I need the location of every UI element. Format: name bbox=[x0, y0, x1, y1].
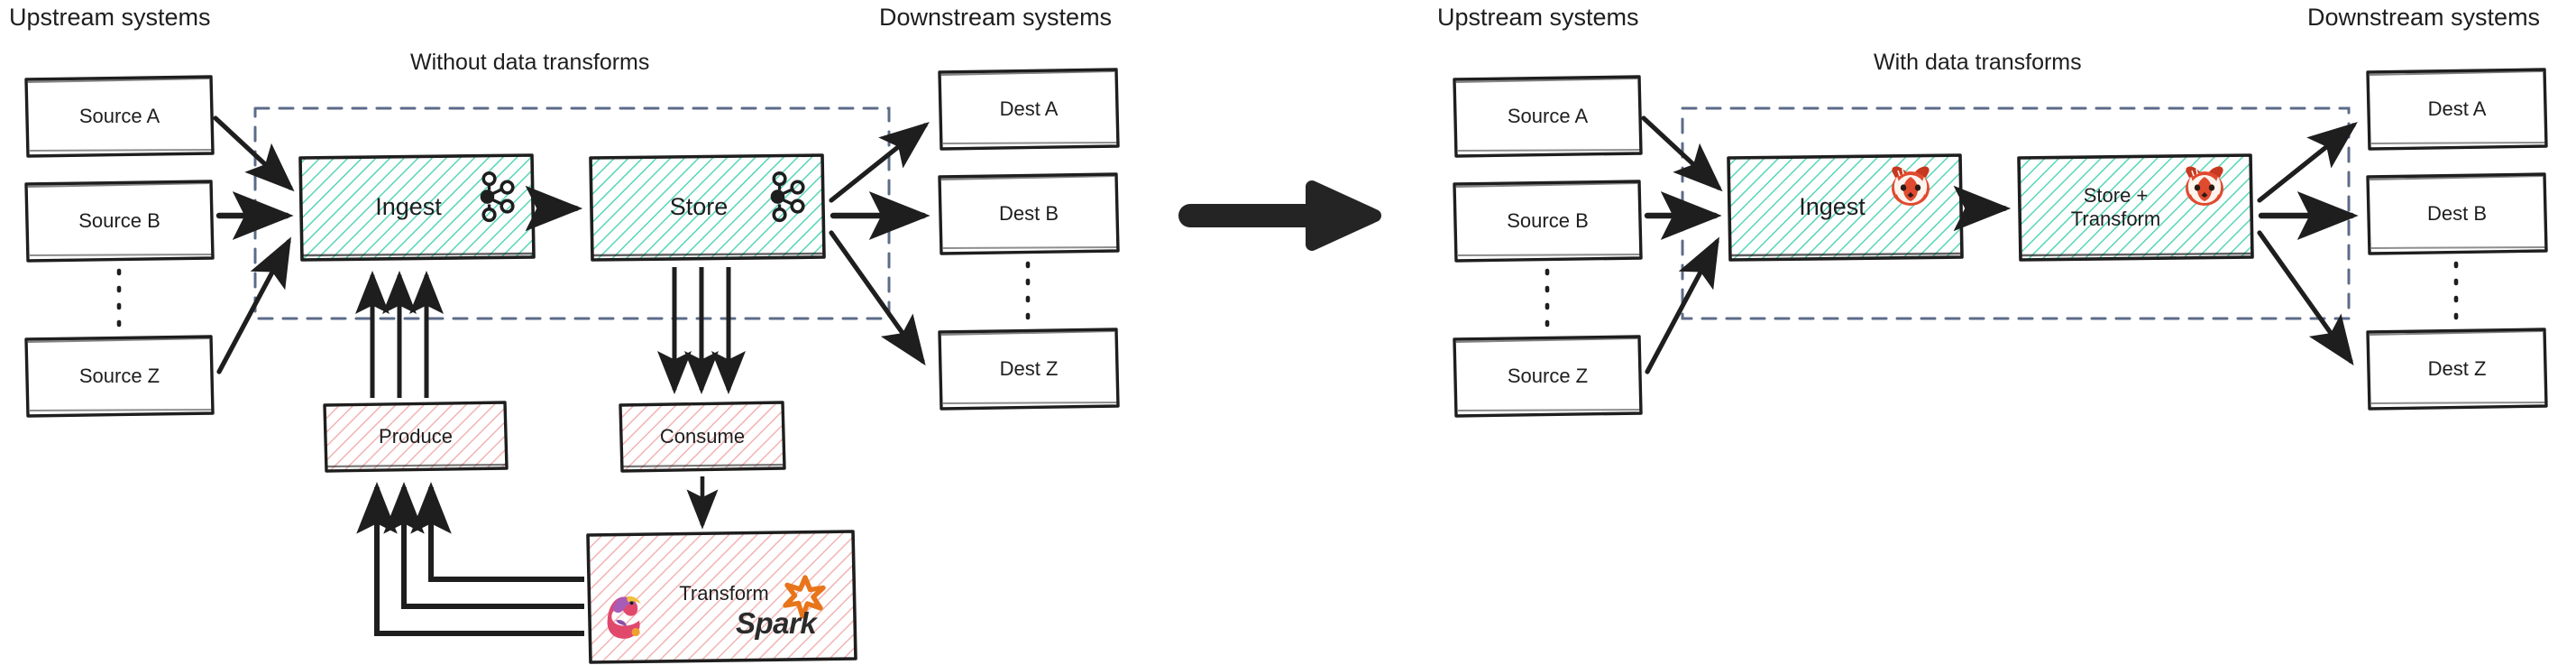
dest-b-label-right: Dest B bbox=[2426, 202, 2488, 226]
source-a-label-right: Source A bbox=[1507, 105, 1589, 128]
source-z-label-left: Source Z bbox=[78, 365, 160, 388]
node-dest-b-left bbox=[938, 172, 1120, 255]
kafka-icon bbox=[480, 171, 515, 223]
source-b-right: Source B bbox=[1454, 182, 1641, 260]
dest-z-label-right: Dest Z bbox=[2427, 357, 2487, 381]
ingest-label-left: Ingest bbox=[375, 192, 442, 220]
source-b-left: Source B bbox=[26, 182, 213, 260]
flink-icon bbox=[607, 596, 641, 639]
node-dest-b-right bbox=[2366, 172, 2548, 255]
node-dest-a-left bbox=[938, 68, 1120, 151]
consume-label-left: Consume bbox=[659, 425, 746, 448]
spark-icon bbox=[783, 575, 826, 619]
node-dest-z-right bbox=[2366, 328, 2548, 411]
arrows-sources-to-ingest-right bbox=[1641, 115, 1723, 374]
transition-arrow bbox=[1178, 180, 1381, 251]
redpanda-icon bbox=[1892, 166, 1930, 206]
panel-title-with: With data transforms bbox=[1874, 50, 2082, 75]
dest-z-left: Dest Z bbox=[940, 330, 1118, 408]
source-a-label-left: Source A bbox=[78, 105, 160, 128]
source-a-right: Source A bbox=[1454, 78, 1641, 155]
node-source-b-left bbox=[24, 180, 215, 263]
node-consume-left bbox=[619, 401, 786, 473]
downstream-systems-header-right: Downstream systems bbox=[2307, 4, 2541, 31]
arrows-store-to-consume-left bbox=[657, 267, 746, 394]
consume-left: Consume bbox=[620, 403, 784, 470]
source-z-left: Source Z bbox=[26, 337, 213, 415]
store-left: Store bbox=[591, 156, 807, 258]
arrows-produce-to-ingest-left bbox=[355, 271, 444, 398]
kafka-icon bbox=[770, 171, 805, 223]
node-source-z-left bbox=[24, 335, 215, 418]
dest-z-right: Dest Z bbox=[2368, 330, 2546, 408]
node-dest-z-left bbox=[938, 328, 1120, 411]
dest-a-label-right: Dest A bbox=[2427, 97, 2487, 121]
node-source-z-right bbox=[1453, 335, 1643, 418]
ingest-right: Ingest bbox=[1728, 156, 1936, 258]
arrows-transform-to-produce-left bbox=[356, 482, 584, 636]
node-source-a-right bbox=[1453, 75, 1643, 158]
ingest-label-right: Ingest bbox=[1799, 192, 1866, 220]
upstream-systems-header-right: Upstream systems bbox=[1437, 4, 1639, 31]
dest-a-right: Dest A bbox=[2368, 70, 2546, 148]
store-transform-right: Store + Transform bbox=[2019, 156, 2213, 258]
source-b-label-right: Source B bbox=[1507, 209, 1589, 233]
produce-label-left: Produce bbox=[379, 425, 453, 448]
panel-title-without: Without data transforms bbox=[410, 50, 650, 75]
node-source-a-left bbox=[24, 75, 215, 158]
spark-wordmark: Spark bbox=[736, 606, 817, 640]
downstream-systems-header-left: Downstream systems bbox=[879, 4, 1113, 31]
store-transform-label-line2: Transform bbox=[2070, 207, 2161, 230]
redpanda-icon bbox=[2186, 166, 2223, 206]
arrows-store-to-dests-left bbox=[829, 122, 930, 366]
arrows-store-to-dests-right bbox=[2257, 122, 2359, 366]
store-transform-label-line1: Store + bbox=[2083, 184, 2149, 208]
node-dest-a-right bbox=[2366, 68, 2548, 151]
source-z-label-right: Source Z bbox=[1507, 365, 1589, 388]
node-transform-left bbox=[586, 530, 857, 664]
produce-left: Produce bbox=[325, 403, 507, 470]
ingest-left: Ingest bbox=[300, 156, 517, 258]
dest-b-label-left: Dest B bbox=[998, 202, 1059, 226]
node-source-b-right bbox=[1453, 180, 1643, 263]
store-label-left: Store bbox=[669, 192, 729, 220]
dest-b-right: Dest B bbox=[2368, 175, 2546, 253]
dest-b-left: Dest B bbox=[940, 175, 1118, 253]
node-store-left bbox=[589, 153, 826, 262]
upstream-systems-header-left: Upstream systems bbox=[9, 4, 211, 31]
node-ingest-left bbox=[298, 153, 536, 262]
transform-label-left: Transform bbox=[679, 582, 769, 605]
source-a-left: Source A bbox=[26, 78, 213, 155]
dest-a-left: Dest A bbox=[940, 70, 1118, 148]
dest-z-label-left: Dest Z bbox=[999, 357, 1059, 381]
arrows-sources-to-ingest-left bbox=[213, 115, 295, 374]
node-produce-left bbox=[323, 401, 509, 473]
dest-a-label-left: Dest A bbox=[999, 97, 1059, 121]
source-b-label-left: Source B bbox=[78, 209, 160, 233]
source-z-right: Source Z bbox=[1454, 337, 1641, 415]
